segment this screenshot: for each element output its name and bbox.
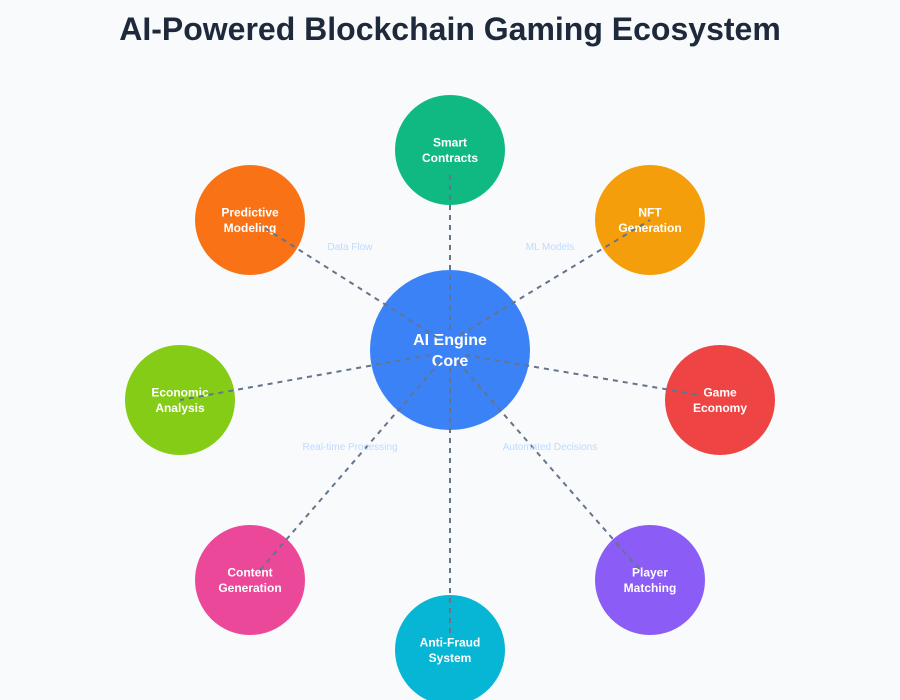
connector-economic-analysis (179, 354, 431, 401)
node-player-matching-circle[interactable] (595, 525, 705, 635)
node-nft-generation-label-line-2: Generation (618, 221, 681, 235)
node-player-matching-label-line-2: Matching (624, 581, 677, 595)
node-content-generation-label-line-2: Generation (218, 581, 281, 595)
node-predictive-modeling-label-line-2: Modeling (224, 221, 277, 235)
node-game-economy-circle[interactable] (665, 345, 775, 455)
edge-label-data-flow: Data Flow (327, 242, 373, 253)
node-anti-fraud-system-label-line-1: Anti-Fraud (420, 635, 481, 649)
edge-label-ml-models: ML Models (526, 242, 575, 253)
connector-content-generation (259, 361, 441, 571)
node-predictive-modeling-circle[interactable] (195, 165, 305, 275)
connector-overlay-layer (179, 170, 701, 635)
node-content-generation-label-line-1: Content (227, 565, 272, 579)
node-anti-fraud-system-circle[interactable] (395, 595, 505, 700)
node-game-economy-label-line-1: Game (703, 385, 737, 399)
page-title: AI-Powered Blockchain Gaming Ecosystem (119, 11, 781, 47)
node-smart-contracts-label-line-2: Contracts (422, 151, 478, 165)
node-economic-analysis-label-line-2: Analysis (155, 401, 205, 415)
node-content-generation-circle[interactable] (195, 525, 305, 635)
node-economic-analysis-label-line-1: Economic (151, 385, 209, 399)
node-nft-generation-label-line-1: NFT (638, 205, 662, 219)
edge-label-automated-decisions: Automated Decisions (503, 442, 598, 453)
connector-nft-generation (459, 219, 651, 336)
core-node-label-line-2: Core (432, 353, 469, 370)
core-node-circle[interactable] (370, 270, 530, 430)
node-player-matching-label-line-1: Player (632, 565, 668, 579)
node-predictive-modeling-label-line-1: Predictive (221, 205, 279, 219)
edge-label-real-time-processing: Real-time Processing (302, 442, 397, 453)
node-anti-fraud-system-label-line-2: System (429, 651, 472, 665)
node-economic-analysis-circle[interactable] (125, 345, 235, 455)
connector-player-matching (457, 361, 641, 571)
core-node-label-line-1: AI Engine (413, 332, 487, 349)
node-smart-contracts-label-line-1: Smart (433, 135, 467, 149)
node-smart-contracts-circle[interactable] (395, 95, 505, 205)
node-game-economy-label-line-2: Economy (693, 401, 747, 415)
